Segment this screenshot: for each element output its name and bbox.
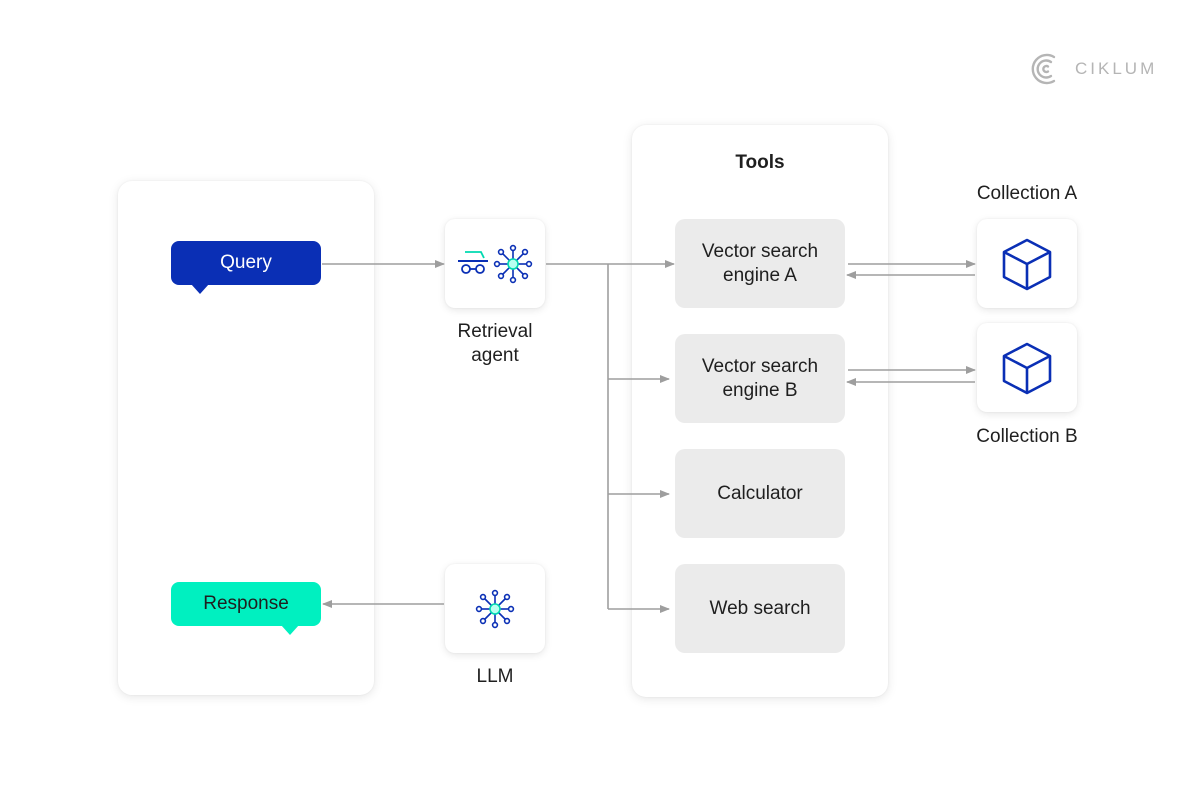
tool-label: Calculator (717, 482, 803, 504)
response-label: Response (203, 593, 289, 614)
tool-label-line1: Vector search (701, 355, 819, 377)
response-bubble-tail (281, 625, 299, 635)
collection-a-card[interactable] (977, 219, 1077, 308)
tool-label: Web search (709, 597, 811, 619)
llm-card[interactable] (445, 564, 545, 653)
retrieval-agent-label: Retrieval agent (430, 320, 560, 368)
cube-icon (1002, 342, 1052, 395)
tool-label-line2: engine B (722, 379, 798, 401)
tool-label-line1: Vector search (701, 240, 819, 262)
network-icon (475, 589, 515, 629)
collection-b-label: Collection B (976, 426, 1078, 447)
tools-title: Tools (735, 152, 785, 173)
collection-b-card[interactable] (977, 323, 1077, 412)
query-bubble[interactable]: Query (171, 241, 321, 285)
tool-vector-search-a[interactable]: Vector search engine A (675, 219, 845, 308)
collection-a-label: Collection A (976, 183, 1078, 204)
tool-web-search[interactable]: Web search (675, 564, 845, 653)
tool-calculator[interactable]: Calculator (675, 449, 845, 538)
retrieval-agent-label-line2: agent (471, 345, 519, 366)
brand-logo: CIKLUM (1028, 50, 1158, 88)
tool-label-line2: engine A (723, 264, 797, 286)
agent-icon (458, 251, 488, 274)
llm-label: LLM (476, 666, 514, 687)
ciklum-logo-icon (1031, 53, 1056, 85)
retrieval-agent-label-line1: Retrieval (457, 321, 533, 342)
query-bubble-tail (191, 284, 209, 294)
cube-icon (1002, 238, 1052, 291)
query-label: Query (220, 252, 272, 273)
network-icon (493, 244, 533, 284)
response-bubble[interactable]: Response (171, 582, 321, 626)
brand-name: CIKLUM (1075, 59, 1158, 78)
tool-vector-search-b[interactable]: Vector search engine B (675, 334, 845, 423)
retrieval-agent-card[interactable] (445, 219, 545, 308)
